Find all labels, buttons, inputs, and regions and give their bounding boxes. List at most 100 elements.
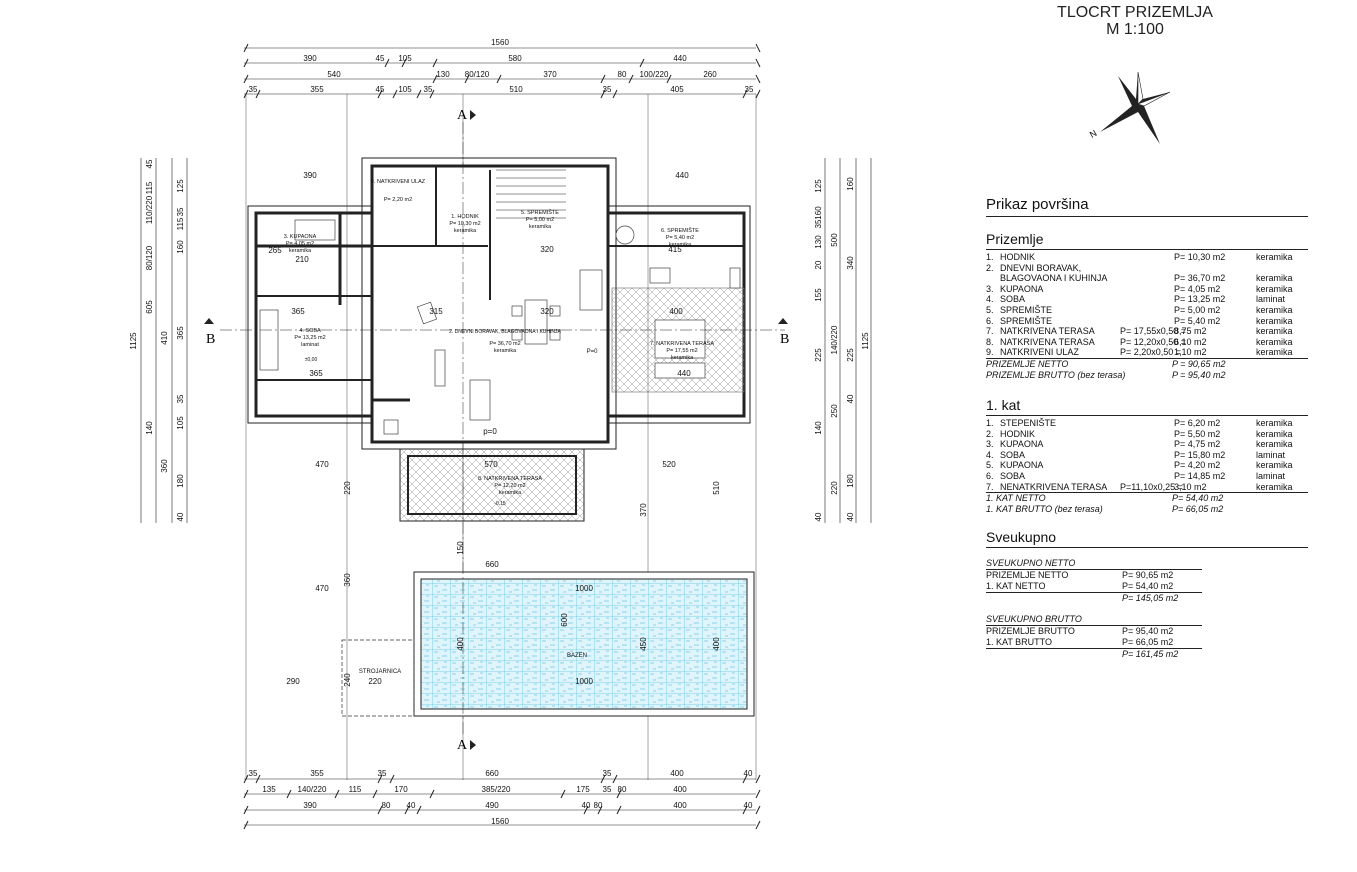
svg-text:35: 35	[249, 769, 258, 778]
svg-text:125: 125	[176, 179, 185, 193]
svg-text:4. SOBA: 4. SOBA	[299, 328, 321, 334]
section-a-top: A	[457, 108, 468, 123]
svg-text:140: 140	[145, 421, 154, 435]
svg-text:-0,15: -0,15	[494, 501, 506, 507]
legend-cell-n: 4.	[986, 449, 994, 460]
legend-cell-n	[986, 273, 1000, 284]
svg-text:8. NATKRIVENA TERASA: 8. NATKRIVENA TERASA	[478, 476, 542, 482]
svg-text:400: 400	[712, 637, 721, 651]
svg-text:keramika: keramika	[289, 248, 312, 254]
legend-cell-name: NENATKRIVENA TERASA	[1000, 481, 1108, 492]
prizemlje-brutto: PRIZEMLJE BRUTTO (bez terasa)P = 95,40 m…	[986, 369, 1226, 380]
svg-text:P= 12,20 m2: P= 12,20 m2	[494, 483, 525, 489]
svg-text:115: 115	[145, 181, 154, 194]
svg-text:115: 115	[349, 785, 362, 794]
legend-cell-n: 8.	[986, 336, 994, 347]
legend-cell-calc: P=11,10x0,25 =	[1120, 481, 1183, 492]
section-lines	[220, 122, 785, 735]
svg-text:470: 470	[315, 460, 329, 469]
svg-text:500: 500	[830, 233, 839, 247]
legend-cell-mat: laminat	[1256, 449, 1286, 460]
svg-text:160: 160	[176, 240, 185, 254]
legend-cell-area: P= 6,20 m2	[1174, 417, 1221, 428]
svg-text:600: 600	[560, 613, 569, 627]
svg-text:35: 35	[603, 85, 612, 94]
svg-text:260: 260	[703, 70, 717, 79]
legend-kat-title: 1. kat	[986, 397, 1308, 416]
svg-text:225: 225	[846, 348, 855, 362]
svg-text:1560: 1560	[491, 38, 509, 47]
legend-cell-calc: P= 17,55x0,50 =	[1120, 326, 1187, 337]
svg-text:laminat: laminat	[301, 342, 319, 348]
legend-cell-mat: keramika	[1256, 283, 1293, 294]
legend-cell-name: DNEVNI BORAVAK,	[1000, 262, 1082, 273]
svg-text:35: 35	[603, 785, 612, 794]
legend-cell-n: 7.	[986, 481, 994, 492]
dimension-texts: 1560 390 45 105 580 440 540 130 80/120 3…	[129, 38, 870, 826]
svg-text:80: 80	[618, 785, 627, 794]
svg-text:510: 510	[509, 85, 523, 94]
svg-text:580: 580	[508, 54, 522, 63]
legend-cell-calc	[1120, 316, 1174, 327]
svg-text:140/220: 140/220	[830, 325, 839, 354]
svg-text:400: 400	[673, 801, 687, 810]
legend-cell-area: P= 13,25 m2	[1174, 294, 1226, 305]
svg-text:390: 390	[303, 801, 317, 810]
legend-cell-mat: keramika	[1256, 252, 1293, 262]
legend-heading: Prikaz površina	[986, 196, 1308, 217]
strojarnica-box	[341, 639, 415, 717]
legend-cell-n: 9.	[986, 347, 994, 358]
svg-text:7. NATKRIVENA TERASA: 7. NATKRIVENA TERASA	[650, 341, 714, 347]
svg-text:1560: 1560	[491, 817, 509, 826]
svg-text:440: 440	[677, 369, 691, 378]
svg-text:40: 40	[846, 512, 855, 521]
svg-text:40: 40	[176, 512, 185, 521]
legend-cell-name: NATKRIVENA TERASA	[1000, 336, 1095, 347]
svg-text:365: 365	[176, 326, 185, 340]
svg-text:80/120: 80/120	[145, 245, 154, 270]
legend-cell-area: P= 5,00 m2	[1174, 304, 1221, 315]
svg-text:35: 35	[745, 85, 754, 94]
legend-cell-n: 5.	[986, 304, 994, 315]
legend-cell-mat: keramika	[1256, 460, 1293, 471]
legend-cell-mat	[1256, 263, 1306, 274]
svg-text:180: 180	[176, 474, 185, 488]
svg-text:1000: 1000	[575, 677, 593, 686]
legend-cell-area: 6,10 m2	[1174, 336, 1207, 347]
svg-text:370: 370	[639, 503, 648, 517]
legend-cell-mat: keramika	[1256, 315, 1293, 326]
legend-cell-name: HODNIK	[1000, 252, 1036, 262]
svg-text:365: 365	[309, 369, 323, 378]
svg-text:40: 40	[846, 394, 855, 403]
svg-text:220: 220	[368, 677, 382, 686]
section-a-bottom: A	[457, 738, 468, 753]
svg-text:135: 135	[262, 785, 276, 794]
legend-cell-name: SPREMIŠTE	[1000, 304, 1053, 315]
svg-text:3. KUPAONA: 3. KUPAONA	[284, 234, 317, 240]
svg-text:405: 405	[670, 85, 684, 94]
svg-text:250: 250	[830, 404, 839, 418]
legend-cell-area: P= 4,75 m2	[1174, 439, 1221, 450]
svg-text:45: 45	[376, 54, 385, 63]
svg-text:9. NATKRIVENI ULAZ: 9. NATKRIVENI ULAZ	[371, 179, 426, 185]
svg-text:P= 5,00 m2: P= 5,00 m2	[526, 217, 554, 223]
svg-text:355: 355	[310, 85, 324, 94]
svg-text:STROJARNICA: STROJARNICA	[359, 669, 401, 675]
svg-text:290: 290	[286, 677, 300, 686]
legend-cell-mat: keramika	[1256, 336, 1293, 347]
svg-text:keramika: keramika	[671, 355, 694, 361]
svg-text:370: 370	[543, 70, 557, 79]
svg-text:40: 40	[407, 801, 416, 810]
legend-cell-area: P= 15,80 m2	[1174, 449, 1226, 460]
svg-text:80: 80	[594, 801, 603, 810]
legend-cell-calc	[1120, 284, 1174, 295]
svg-text:220: 220	[343, 481, 352, 495]
legend-cell-n: 5.	[986, 460, 994, 471]
legend-cell-mat: keramika	[1256, 304, 1293, 315]
